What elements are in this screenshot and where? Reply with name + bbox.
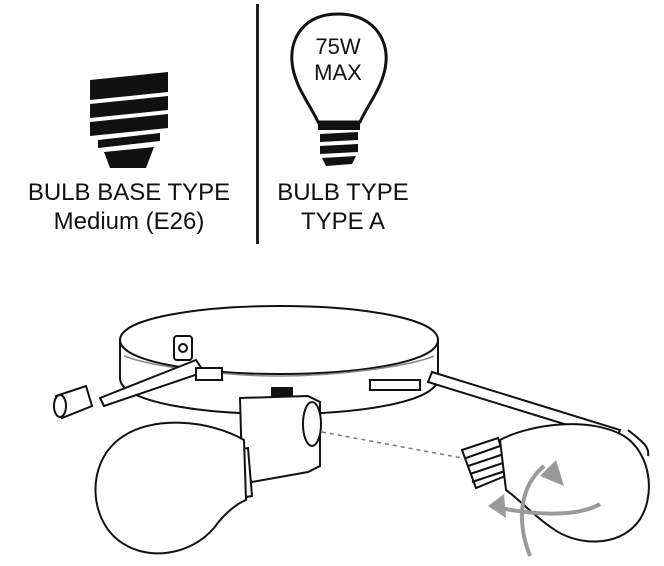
rotation-arrow-icon — [488, 460, 602, 557]
alignment-guide — [321, 431, 463, 459]
bulb-base-value: Medium (E26) — [53, 208, 205, 235]
bulb-wattage-line1: 75W — [315, 34, 360, 59]
bulb-base-spec: BULB BASE TYPE Medium (E26) — [0, 178, 258, 236]
divider — [256, 4, 259, 244]
screw-base-icon — [90, 72, 168, 168]
bulb-icon — [290, 12, 388, 166]
bulb-type-title: BULB TYPE — [277, 179, 409, 206]
fixture-illustration — [53, 304, 650, 555]
bulb-type-spec: BULB TYPE TYPE A — [258, 178, 428, 236]
bulb-wattage-line2: MAX — [314, 60, 362, 85]
bulb-base-title: BULB BASE TYPE — [27, 179, 231, 206]
bulb-type-value: TYPE A — [300, 208, 386, 235]
